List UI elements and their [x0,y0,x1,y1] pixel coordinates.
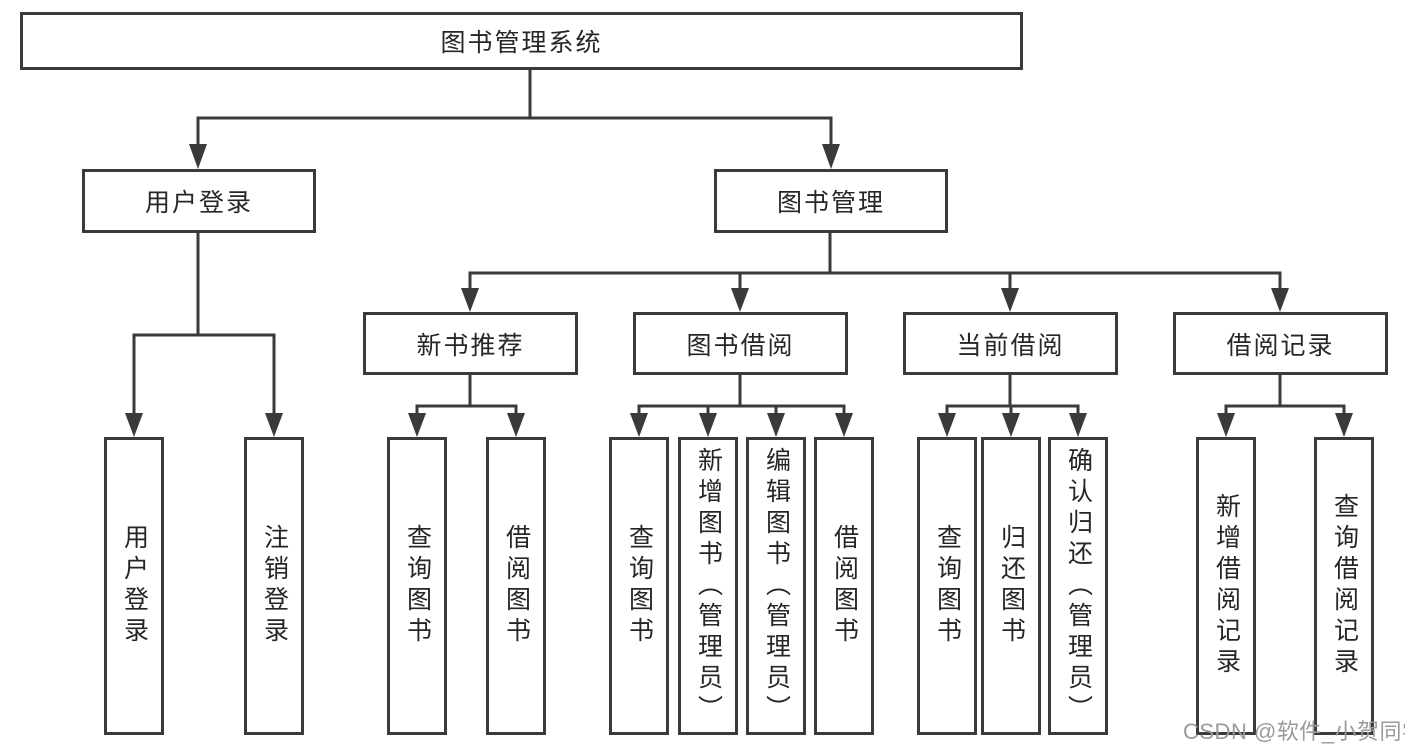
node-label: 图书借阅 [686,331,795,360]
node-leaf-query-books-borrow: 查询图书 [609,437,669,735]
node-label: 新增图书（管理员） [694,446,723,726]
node-leaf-query-books-recommend: 查询图书 [387,437,447,735]
node-leaf-edit-books-admin: 编辑图书（管理员） [746,437,806,735]
node-leaf-confirm-return-admin: 确认归还（管理员） [1048,437,1108,735]
node-leaf-logout: 注销登录 [244,437,304,735]
node-leaf-query-borrow-record: 查询借阅记录 [1314,437,1374,735]
node-label: 借阅记录 [1226,331,1335,360]
node-leaf-user-login: 用户登录 [104,437,164,735]
csdn-watermark: CSDN @软件_小贺同学 [1183,719,1405,744]
node-leaf-add-borrow-record: 新增借阅记录 [1196,437,1256,735]
node-label: 当前借阅 [956,331,1065,360]
node-label: 图书管理系统 [440,29,603,57]
node-label: 注销登录 [260,524,289,648]
node-label: 查询借阅记录 [1330,493,1359,679]
node-label: 用户登录 [120,524,149,648]
node-new-book-recommend: 新书推荐 [363,312,578,375]
node-label: 查询图书 [403,524,432,648]
node-book-borrow: 图书借阅 [633,312,848,375]
node-borrow-record: 借阅记录 [1173,312,1388,375]
node-label: 图书管理 [776,189,885,217]
node-label: 查询图书 [625,524,654,648]
node-label: 借阅图书 [830,524,859,648]
node-label: 新书推荐 [416,331,525,360]
node-leaf-add-books-admin: 新增图书（管理员） [678,437,738,735]
node-leaf-borrow-books: 借阅图书 [814,437,874,735]
node-book-management: 图书管理 [714,169,948,233]
arrowheads [125,144,1353,437]
node-leaf-return-books: 归还图书 [981,437,1041,735]
node-label: 用户登录 [144,189,253,217]
node-label: 借阅图书 [502,524,531,648]
node-label: 新增借阅记录 [1212,493,1241,679]
node-current-borrow: 当前借阅 [903,312,1118,375]
node-label: 归还图书 [997,524,1026,648]
node-label: 确认归还（管理员） [1064,446,1093,726]
node-leaf-borrow-books-recommend: 借阅图书 [486,437,546,735]
node-leaf-query-books-current: 查询图书 [917,437,977,735]
node-user-login: 用户登录 [82,169,316,233]
node-library-management-system: 图书管理系统 [20,12,1023,70]
node-label: 查询图书 [933,524,962,648]
node-label: 编辑图书（管理员） [762,446,791,726]
